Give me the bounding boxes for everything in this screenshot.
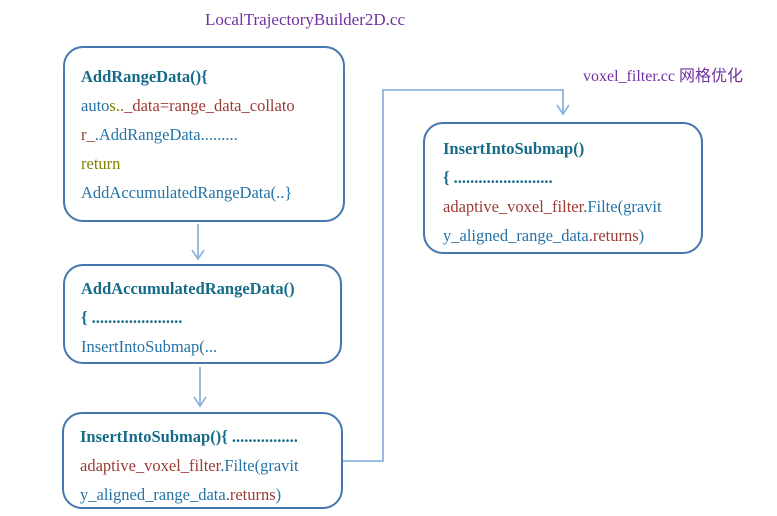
function-heading: AddRangeData(){ [81,67,208,86]
code-line: adaptive_voxel_filter.Filte(gravit [443,192,695,221]
code-token: adaptive_voxel_filter [80,456,221,475]
code-token: .returns [225,485,276,504]
code-line: adaptive_voxel_filter.Filte(gravit [80,451,335,480]
node-add-range-data: AddRangeData(){ autos.._data=range_data_… [63,46,345,222]
function-heading: InsertIntoSubmap(){ ................ [80,427,298,446]
code-token: .Filte(gravit [583,197,662,216]
code-line: AddAccumulatedRangeData(..} [81,183,293,202]
code-token: adaptive_voxel_filter [443,197,584,216]
code-line: autos.._data=range_data_collato [81,91,337,120]
code-token: .AddRangeData......... [94,125,238,144]
node-add-accumulated-range-data: AddAccumulatedRangeData() { ............… [63,264,342,364]
code-token: y_aligned_range_data [80,485,226,504]
arrow-addrangedata-to-addaccumulated [191,224,205,261]
code-line: y_aligned_range_data.returns) [80,480,335,509]
code-token: ) [638,226,645,245]
code-token: _data=range_data_collato [124,96,295,115]
code-token: y_aligned_range_data [443,226,589,245]
node-insert-into-submap-left: InsertIntoSubmap(){ ................ ada… [62,412,343,509]
function-heading: AddAccumulatedRangeData() [81,279,295,298]
code-keyword: auto [81,96,110,115]
code-line-return: return [81,154,121,173]
code-token: s.. [109,96,125,115]
node-insert-into-submap-right: InsertIntoSubmap() { ...................… [423,122,703,254]
code-line: r_.AddRangeData......... [81,120,337,149]
file-title-voxel-filter: voxel_filter.cc 网格优化 [583,68,743,85]
arrow-addaccumulated-to-insertsubmap [193,367,207,408]
code-line: y_aligned_range_data.returns) [443,221,695,250]
code-token: .returns [588,226,639,245]
brace-line: { ........................ [443,168,553,187]
brace-line: { ...................... [81,308,183,327]
function-heading: InsertIntoSubmap() [443,139,585,158]
code-token: r_ [81,125,95,144]
code-token: .Filte(gravit [220,456,299,475]
code-token: ) [275,485,282,504]
code-line: InsertIntoSubmap(... [81,337,218,356]
file-title-local-trajectory-builder: LocalTrajectoryBuilder2D.cc [205,10,405,29]
